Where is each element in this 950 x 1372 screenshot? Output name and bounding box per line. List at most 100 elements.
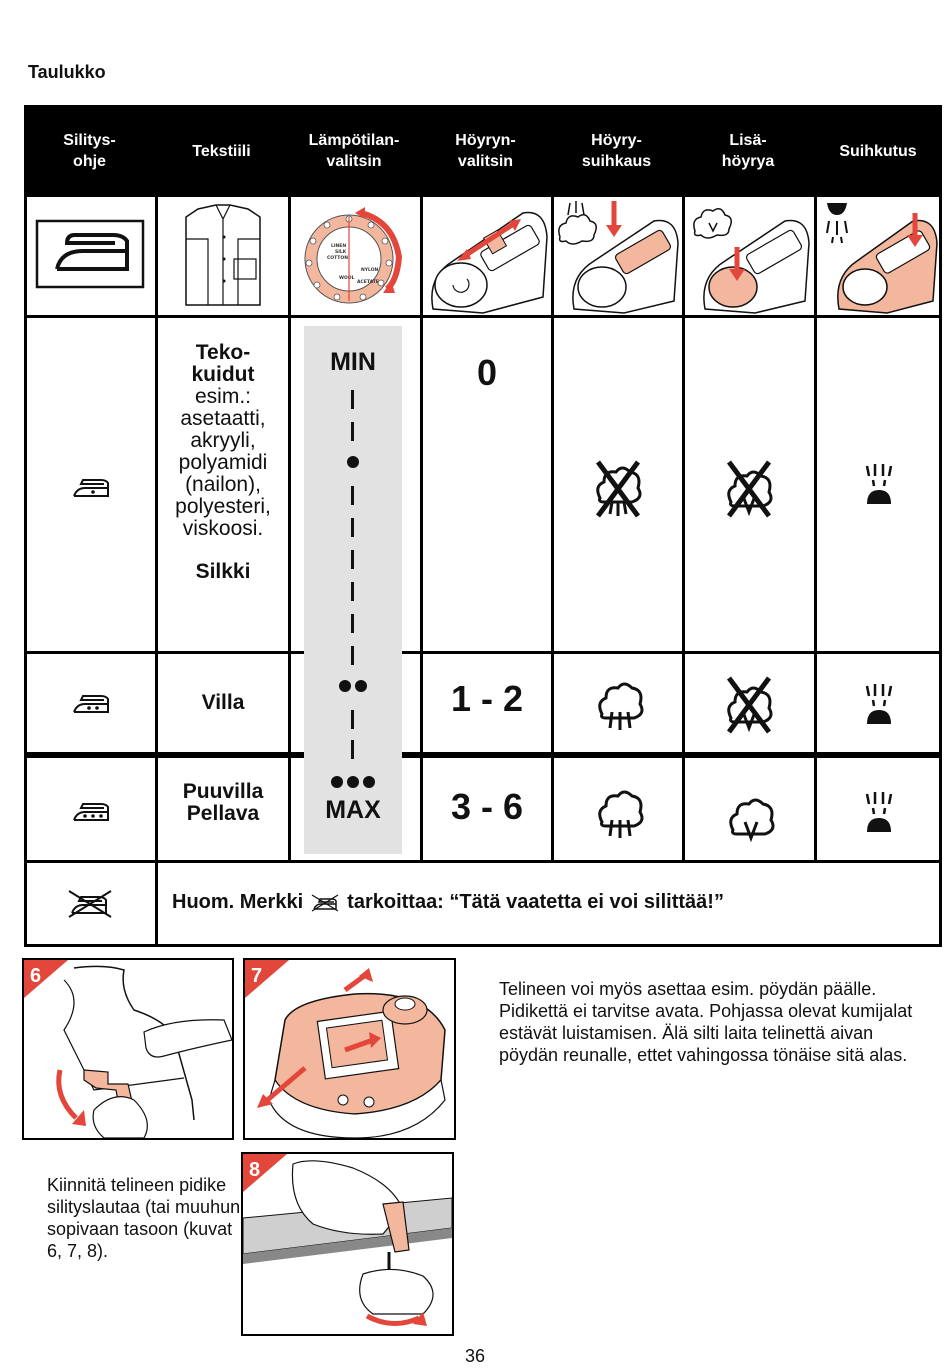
scale-dot <box>363 776 375 788</box>
icon-cell-extra-steam <box>682 194 817 318</box>
textile-synthetic-examples: esim.: asetaatti, akryyli, polyamidi (na… <box>175 385 271 540</box>
no-steam-burst-icon <box>595 460 642 518</box>
steam-value-3-6: 3 - 6 <box>450 786 524 827</box>
scale-tick <box>351 518 354 537</box>
scale-tick <box>351 646 354 665</box>
header-temperature: Lämpötilan- valitsin <box>308 132 400 170</box>
header-textile: Tekstiili <box>192 142 251 160</box>
spray-allowed-icon <box>865 684 893 724</box>
row3-steam-selector-cell: 3 - 6 <box>420 755 554 863</box>
scale-tick <box>351 614 354 633</box>
row3-steam-burst-cell <box>551 755 685 863</box>
header-ironing-guide: Silitys- ohje <box>63 132 116 170</box>
note-guide-cell <box>24 860 158 947</box>
scale-tick <box>351 390 354 409</box>
steam-burst-allowed-icon <box>598 790 644 838</box>
note-text: Huom. Merkki tarkoittaa: “Tätä vaatetta … <box>172 891 724 914</box>
care-label-icon <box>35 219 145 289</box>
stand-placement-text: Telineen voi myös asettaa esim. pöydän p… <box>499 979 913 1065</box>
attach-holder-text: Kiinnitä telineen pidike silityslautaa (… <box>47 1175 241 1261</box>
scale-tick <box>351 710 354 729</box>
note-prefix: Huom. Merkki <box>172 891 304 913</box>
row1-extra-steam-cell <box>682 315 817 654</box>
spray-allowed-icon <box>865 464 893 504</box>
temperature-max-label: MAX <box>325 796 381 824</box>
row2-steam-burst-cell <box>551 651 685 755</box>
scale-dot <box>347 776 359 788</box>
svg-text:LINEN: LINEN <box>331 243 346 249</box>
table-header: Silitys- ohje Tekstiili Lämpötilan- vali… <box>24 105 942 197</box>
icon-cell-spray <box>814 194 942 318</box>
scale-tick <box>351 550 354 569</box>
temperature-scale: MIN MAX <box>304 326 402 854</box>
scale-tick <box>351 486 354 505</box>
steam-value-1-2: 1 - 2 <box>450 678 524 719</box>
row1-spray-cell <box>814 315 942 654</box>
header-steam-selector: Höyryn- valitsin <box>455 132 516 170</box>
row2-textile-cell: Villa <box>155 651 291 755</box>
no-ironing-inline-icon <box>311 893 339 912</box>
textile-cotton-linen-label: Puuvilla Pellava <box>182 780 264 825</box>
note-cell: Huom. Merkki tarkoittaa: “Tätä vaatetta … <box>155 860 942 947</box>
scale-dot <box>347 456 359 468</box>
header-spray: Suihkutus <box>839 142 917 160</box>
textile-synthetic-label: Teko- kuidut <box>191 341 255 386</box>
row2-guide-cell <box>24 651 158 755</box>
scale-tick <box>351 582 354 601</box>
page-title: Taulukko <box>28 62 106 82</box>
figure-8-illustration: 8 <box>243 1154 452 1326</box>
svg-text:NYLON: NYLON <box>361 267 379 273</box>
row3-guide-cell <box>24 755 158 863</box>
row2-spray-cell <box>814 651 942 755</box>
row1-textile-cell: Teko- kuidut esim.: asetaatti, akryyli, … <box>155 315 291 654</box>
svg-text:SILK: SILK <box>335 249 347 255</box>
iron-three-dot-icon <box>73 803 109 821</box>
icon-cell-steam-selector <box>420 194 554 318</box>
svg-text:7: 7 <box>251 965 262 987</box>
row3-textile-cell: Puuvilla Pellava <box>155 755 291 863</box>
icon-cell-temperature-dial: LINEN SILK COTTON WOOL NYLON ACETATE <box>288 194 423 318</box>
icon-cell-shirt <box>155 194 291 318</box>
ironing-table: Silitys- ohje Tekstiili Lämpötilan- vali… <box>24 105 942 947</box>
row1-guide-cell <box>24 315 158 654</box>
scale-dot <box>331 776 343 788</box>
steam-value-0: 0 <box>476 352 498 393</box>
row3-extra-steam-cell <box>682 755 817 863</box>
spray-allowed-icon <box>865 792 893 832</box>
scale-tick <box>351 740 354 759</box>
textile-wool-label: Villa <box>201 691 245 714</box>
header-steam-burst: Höyry- suihkaus <box>581 132 652 170</box>
svg-text:ACETATE: ACETATE <box>357 279 379 285</box>
spray-icon <box>826 203 938 314</box>
icon-cell-steam-burst <box>551 194 685 318</box>
icon-cell-care-label <box>24 194 158 318</box>
page-number: 36 <box>464 1346 486 1366</box>
row2-extra-steam-cell <box>682 651 817 755</box>
shirt-icon <box>185 204 261 306</box>
temperature-min-label: MIN <box>330 348 376 376</box>
no-extra-steam-icon <box>726 460 773 518</box>
scale-dot <box>339 680 351 692</box>
row1-steam-burst-cell <box>551 315 685 654</box>
figure-6-illustration: 6 <box>24 960 232 1138</box>
extra-steam-allowed-icon <box>729 798 775 843</box>
iron-two-dot-icon <box>73 695 109 713</box>
svg-text:8: 8 <box>249 1159 260 1181</box>
extra-steam-icon <box>693 208 810 314</box>
temperature-dial-icon: LINEN SILK COTTON WOOL NYLON ACETATE <box>304 207 403 304</box>
textile-silk-label: Silkki <box>195 560 251 583</box>
scale-dot <box>355 680 367 692</box>
steam-burst-icon <box>558 201 679 314</box>
iron-one-dot-icon <box>73 479 109 497</box>
svg-text:COTTON: COTTON <box>327 255 348 261</box>
no-ironing-icon <box>68 890 112 918</box>
header-extra-steam: Lisä- höyrya <box>721 132 775 170</box>
row1-steam-selector-cell: 0 <box>420 315 554 654</box>
figure-8: 8 <box>241 1152 454 1336</box>
scale-tick <box>351 422 354 441</box>
no-extra-steam-icon <box>726 676 773 734</box>
row2-steam-selector-cell: 1 - 2 <box>420 651 554 755</box>
figure-7: 7 <box>243 958 456 1140</box>
row3-spray-cell <box>814 755 942 863</box>
figure-7-illustration: 7 <box>245 960 446 1138</box>
